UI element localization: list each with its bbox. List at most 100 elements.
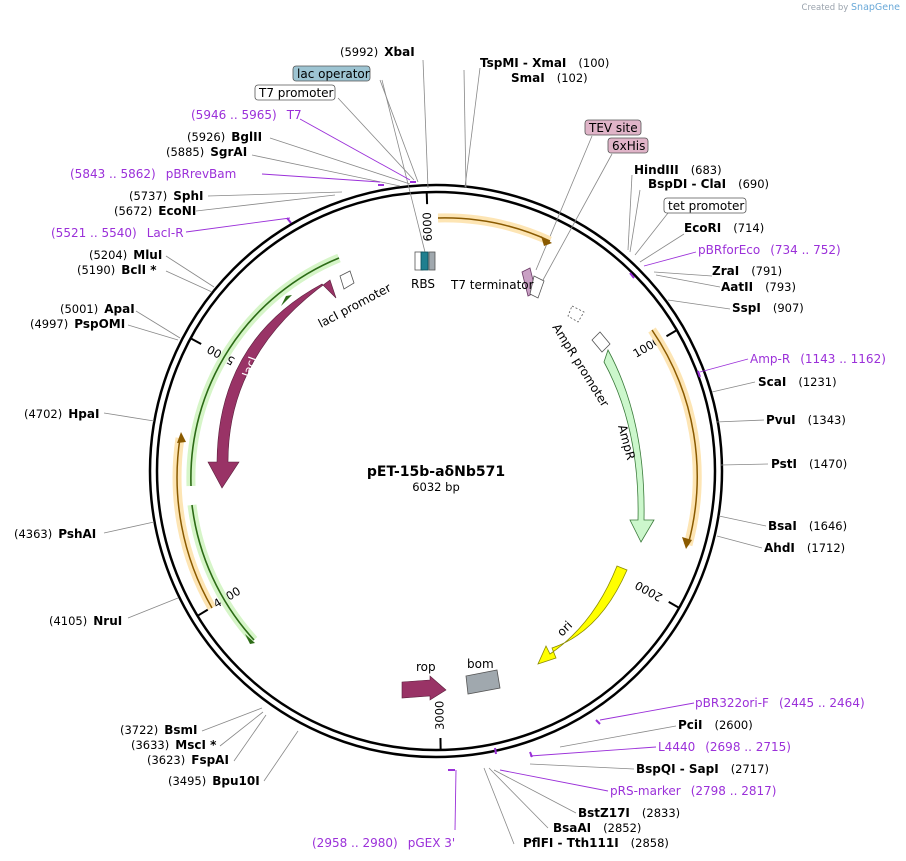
site-hindiii: HindIII(683) bbox=[634, 163, 722, 177]
rop-cds bbox=[401, 675, 447, 701]
tev-site-text: TEV site bbox=[588, 121, 638, 135]
laci-lower-arc bbox=[191, 504, 255, 641]
site-ecori: EcoRI(714) bbox=[684, 221, 764, 235]
tev-his-marker bbox=[529, 275, 545, 299]
boxed-labels: lac operator T7 promoter TEV site 6xHis … bbox=[254, 65, 747, 214]
site-xbai: (5992)XbaI bbox=[340, 45, 415, 59]
tev-site-box bbox=[584, 119, 642, 136]
site-bsai: BsaI(1646) bbox=[768, 519, 847, 533]
rop-label: rop bbox=[416, 660, 436, 674]
tick-mark bbox=[665, 329, 677, 338]
t7-arc-glow bbox=[437, 213, 552, 246]
laci-arc bbox=[190, 257, 340, 487]
site-ahdi: AhdI(1712) bbox=[764, 541, 845, 555]
primer-t7: (5946 .. 5965)T7 bbox=[191, 108, 302, 122]
tick-mark bbox=[668, 601, 679, 609]
primer-pbrforeco: pBRforEco(734 .. 752) bbox=[698, 243, 841, 257]
primer-marks bbox=[286, 181, 701, 771]
laci-promoter-arrow bbox=[339, 270, 355, 290]
site-psti: PstI(1470) bbox=[771, 457, 847, 471]
ampr-promoter-dash bbox=[567, 305, 585, 323]
tick-mark bbox=[191, 337, 202, 345]
site-pspomi: (4997)PspOMI bbox=[30, 317, 125, 331]
bom-feature bbox=[465, 669, 501, 695]
backbone bbox=[148, 183, 724, 759]
restriction-sites: (5992)XbaI TspMI - XmaI(100) SmaI(102) (… bbox=[14, 45, 847, 850]
primer-pgex-3: (2958 .. 2980)pGEX 3' bbox=[312, 836, 455, 850]
site-bcli: (5190)BclI * bbox=[77, 263, 157, 277]
ori-feature bbox=[537, 565, 628, 665]
site-zrai: ZraI(791) bbox=[712, 264, 782, 278]
site-bglii: (5926)BglII bbox=[187, 130, 262, 144]
snapgene-logo: SnapGene bbox=[851, 2, 900, 13]
primer-pbr322ori-f: pBR322ori-F(2445 .. 2464) bbox=[695, 696, 865, 710]
site-bstz17i: BstZ17I(2833) bbox=[578, 806, 680, 820]
left-outer-arrow bbox=[177, 432, 186, 443]
bom-label: bom bbox=[467, 657, 494, 671]
laci-arc-arrow bbox=[281, 295, 292, 306]
site-pflfi-tth111i: PflFI - Tth111I(2858) bbox=[523, 836, 669, 850]
laci-region-arcs bbox=[186, 253, 341, 644]
ampr-outer-arc bbox=[651, 329, 698, 546]
outer-features bbox=[172, 213, 702, 611]
t7-arc bbox=[437, 217, 551, 242]
backbone-outer-ring bbox=[148, 183, 724, 759]
left-outer-arc bbox=[176, 437, 213, 609]
laci-cds bbox=[207, 279, 337, 489]
rbs-marker bbox=[420, 251, 429, 271]
backbone-inner-ring bbox=[155, 190, 717, 752]
credit-text: Created by bbox=[801, 3, 849, 13]
snapgene-credit: Created by SnapGene bbox=[802, 2, 900, 13]
site-bpu10i: (3495)Bpu10I bbox=[168, 774, 260, 788]
site-econi: (5672)EcoNI bbox=[114, 204, 196, 218]
primer-lines bbox=[185, 118, 749, 831]
site-hpai: (4702)HpaI bbox=[24, 407, 99, 421]
lac-operator-text: lac operator bbox=[297, 67, 370, 81]
primer-amp-r: Amp-R(1143 .. 1162) bbox=[750, 352, 886, 366]
site-fspai: (3623)FspAI bbox=[147, 753, 229, 767]
site-apai: (5001)ApaI bbox=[60, 302, 135, 316]
primer-prs-marker: pRS-marker(2798 .. 2817) bbox=[610, 784, 776, 798]
6xhis-text: 6xHis bbox=[612, 139, 645, 153]
t7-terminator-label: T7 terminator bbox=[450, 278, 534, 292]
tet-promoter-box bbox=[663, 197, 747, 214]
site-bsaai: BsaAI(2852) bbox=[553, 821, 641, 835]
laci-lower-arrow bbox=[245, 634, 255, 644]
site-scai: ScaI(1231) bbox=[758, 375, 837, 389]
tick-label: 2000 bbox=[633, 578, 665, 605]
plasmid-length: 6032 bp bbox=[412, 480, 460, 494]
site-pshai: (4363)PshAI bbox=[14, 527, 96, 541]
site-sphi: (5737)SphI bbox=[129, 189, 204, 203]
site-sspi: SspI(907) bbox=[732, 301, 804, 315]
t7-promoter-box bbox=[254, 84, 336, 101]
site-msci: (3633)MscI * bbox=[131, 738, 217, 752]
primer-pbrrevbam: (5843 .. 5862)pBRrevBam bbox=[70, 167, 236, 181]
site-aatii: AatII(793) bbox=[721, 280, 796, 294]
site-bspqi-sapi: BspQI - SapI(2717) bbox=[636, 762, 769, 776]
ampr-outer-arc-glow bbox=[648, 327, 702, 547]
primer-labels: (5946 .. 5965)T7 (5843 .. 5862)pBRrevBam… bbox=[51, 108, 886, 850]
ampr-promoter-arrow bbox=[591, 331, 611, 353]
rbs-label: RBS bbox=[411, 277, 435, 291]
6xhis-box bbox=[607, 137, 649, 154]
t7-promoter-text: T7 promoter bbox=[258, 86, 334, 100]
laci-label: lacI bbox=[240, 355, 260, 379]
site-smai: SmaI(102) bbox=[511, 71, 588, 85]
leader-lines bbox=[103, 59, 769, 845]
site-tspmi-xmai: TspMI - XmaI(100) bbox=[480, 56, 609, 70]
t7-arc-arrow bbox=[541, 236, 552, 246]
ampr-outer-arrow bbox=[682, 537, 692, 549]
plasmid-name: pET-15b-aδNb571 bbox=[367, 464, 505, 480]
site-bsmi: (3722)BsmI bbox=[120, 723, 198, 737]
lac-operator-box bbox=[292, 65, 371, 82]
site-pvui: PvuI(1343) bbox=[766, 413, 846, 427]
site-nrui: (4105)NruI bbox=[49, 614, 122, 628]
site-mlui: (5204)MluI bbox=[89, 248, 162, 262]
primer-laci-r: (5521 .. 5540)LacI-R bbox=[51, 226, 184, 240]
primer-l4440: L4440(2698 .. 2715) bbox=[658, 740, 791, 754]
ampr-cds bbox=[603, 348, 655, 543]
tick-mark bbox=[197, 608, 209, 617]
site-sgrai: (5885)SgrAI bbox=[166, 145, 247, 159]
